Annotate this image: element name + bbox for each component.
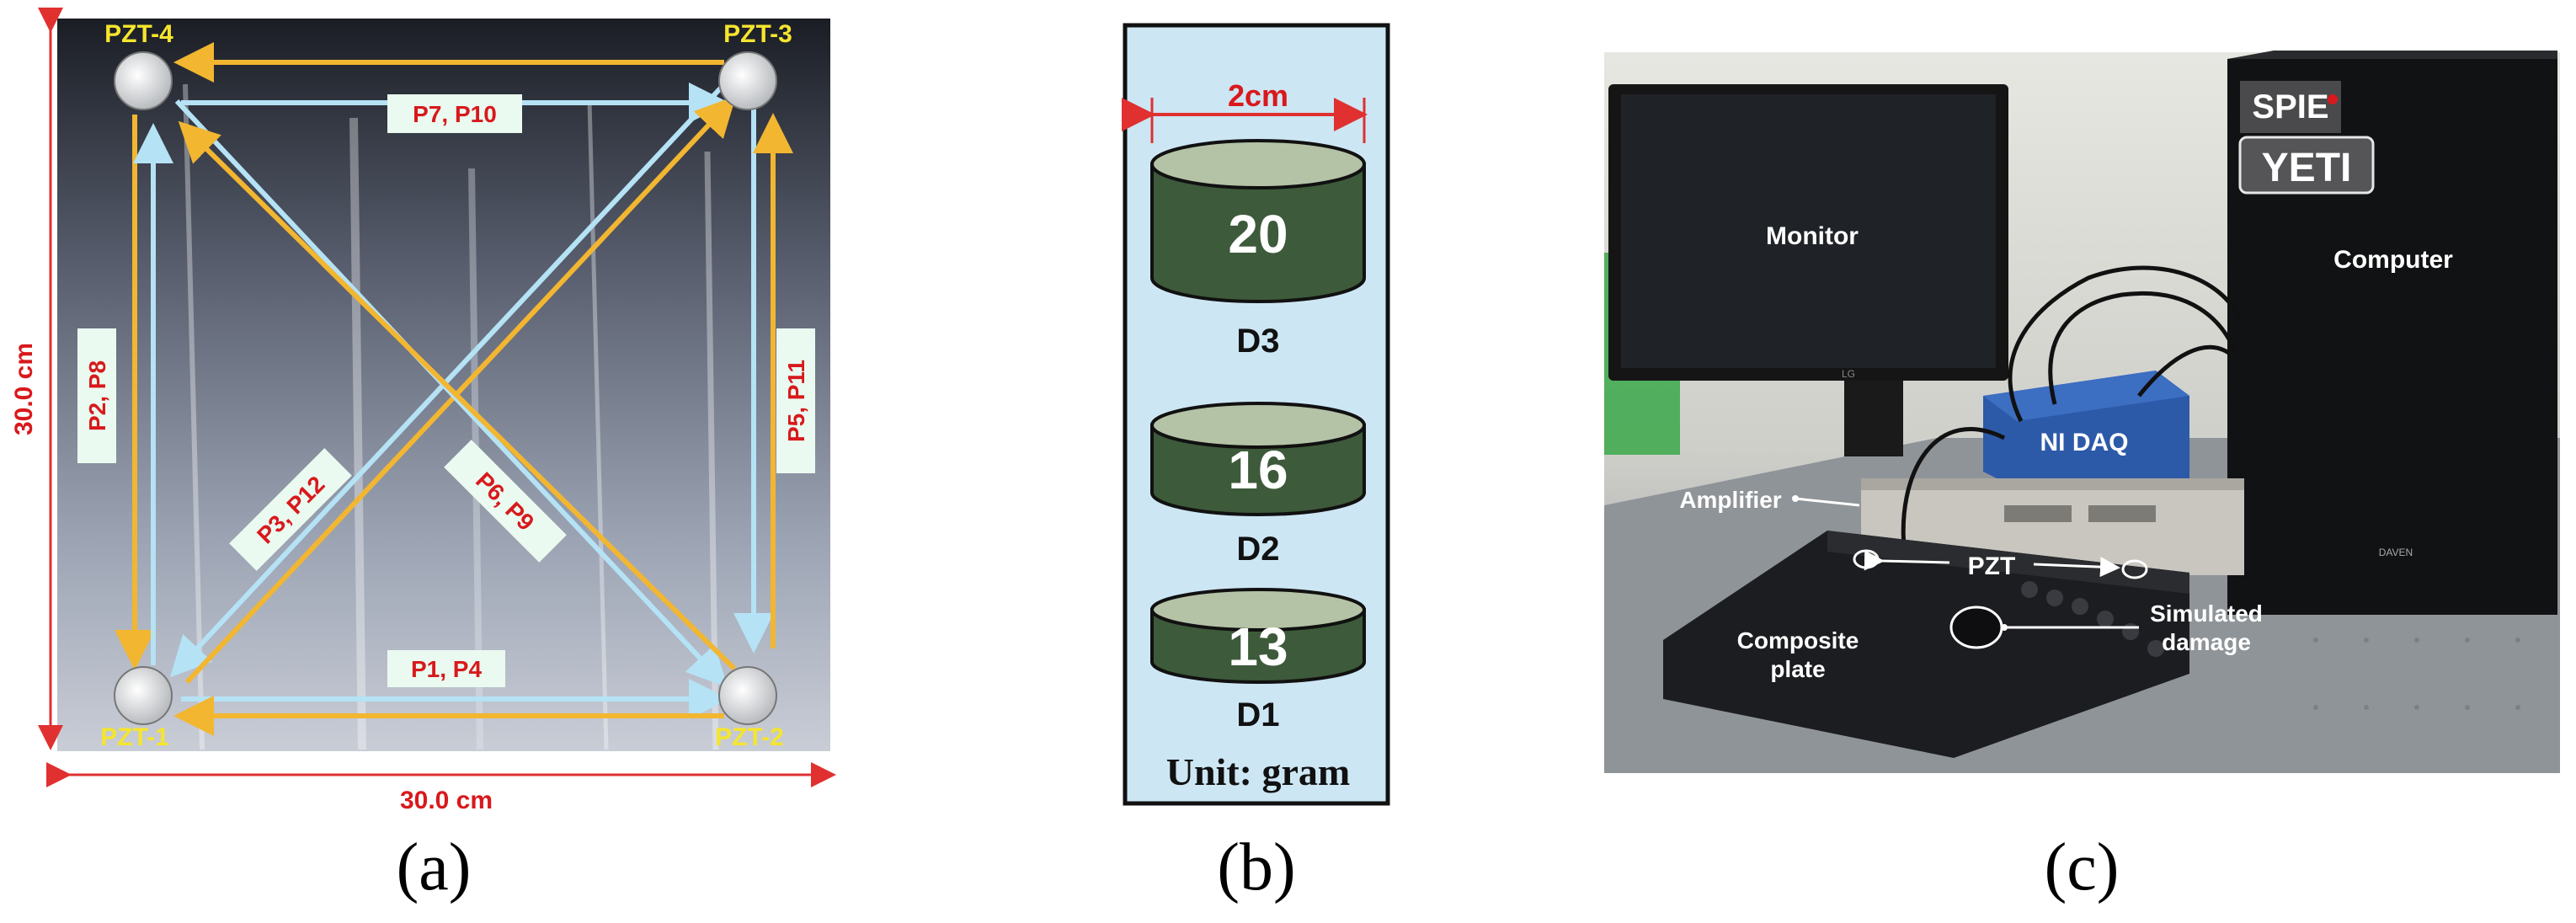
svg-text:SPIE: SPIE bbox=[2252, 88, 2328, 125]
svg-text:YETI: YETI bbox=[2262, 146, 2352, 190]
path-label-bottom: P1, P4 bbox=[387, 650, 505, 687]
svg-text:PZT-4: PZT-4 bbox=[104, 20, 173, 48]
pzt-callout: PZT bbox=[1853, 549, 2148, 580]
svg-text:P2, P8: P2, P8 bbox=[84, 360, 110, 431]
svg-text:16: 16 bbox=[1228, 440, 1288, 500]
svg-text:D3: D3 bbox=[1236, 323, 1279, 360]
svg-text:PZT-3: PZT-3 bbox=[723, 20, 792, 48]
caption-a: (a) bbox=[396, 830, 472, 904]
path-arrows bbox=[115, 42, 793, 736]
path-label-top: P7, P10 bbox=[387, 94, 522, 133]
mass-d1: 13 D1 bbox=[1150, 588, 1366, 734]
pzt-sensor-2: PZT-2 bbox=[715, 666, 784, 751]
svg-text:PZT-2: PZT-2 bbox=[715, 723, 784, 751]
pzt-sensor-3: PZT-3 bbox=[718, 20, 792, 110]
pzt-label: PZT bbox=[1968, 552, 2016, 580]
svg-text:D1: D1 bbox=[1236, 696, 1279, 734]
amplifier-label: Amplifier bbox=[1679, 487, 1781, 513]
svg-text:13: 13 bbox=[1228, 616, 1288, 677]
computer-label: Computer bbox=[2333, 246, 2453, 274]
monitor: LG Monitor bbox=[1608, 84, 2008, 456]
unit-label: Unit: gram bbox=[1166, 750, 1350, 793]
pzt-sensor-4: PZT-4 bbox=[104, 20, 173, 110]
spie-logo bbox=[2240, 81, 2341, 133]
diameter-label: 2cm bbox=[1228, 78, 1288, 113]
caption-c: (c) bbox=[2044, 830, 2120, 904]
daq-label: NI DAQ bbox=[2040, 429, 2129, 456]
path-label-left: P2, P8 bbox=[77, 328, 116, 463]
mass-d3: 20 D3 bbox=[1150, 139, 1366, 360]
width-dimension-label: 30.0 cm bbox=[400, 787, 493, 814]
pzt-sensor-1: PZT-1 bbox=[100, 666, 173, 751]
amplifier-pointer bbox=[1795, 497, 1860, 507]
svg-text:D2: D2 bbox=[1236, 531, 1279, 568]
case-brand: DAVEN bbox=[2379, 547, 2413, 558]
panel-a: 30.0 cm 30.0 cm P7, P10 P2, P8 bbox=[10, 8, 836, 814]
svg-text:20: 20 bbox=[1228, 204, 1288, 264]
monitor-label: Monitor bbox=[1766, 222, 1859, 250]
svg-text:P5, P11: P5, P11 bbox=[783, 360, 809, 442]
svg-text:PZT-1: PZT-1 bbox=[100, 723, 169, 751]
svg-text:P1, P4: P1, P4 bbox=[411, 656, 482, 682]
panel-c: LG Monitor SPIE YETI Computer DAVEN NI D… bbox=[1604, 51, 2560, 773]
panel-b: 2cm 20 D3 16 D2 13 D1 Unit: gram bbox=[1122, 23, 1390, 806]
svg-text:P7, P10: P7, P10 bbox=[413, 101, 497, 127]
ni-daq: NI DAQ bbox=[1983, 371, 2189, 488]
yeti-logo bbox=[2238, 136, 2375, 195]
path-label-right: P5, P11 bbox=[776, 328, 815, 473]
monitor-brand: LG bbox=[1842, 368, 1855, 380]
caption-b: (b) bbox=[1217, 830, 1296, 904]
mass-d2: 16 D2 bbox=[1150, 402, 1366, 568]
computer-tower: SPIE YETI Computer DAVEN bbox=[2227, 51, 2557, 615]
cables bbox=[1901, 265, 2243, 557]
height-dimension-label: 30.0 cm bbox=[10, 343, 38, 435]
